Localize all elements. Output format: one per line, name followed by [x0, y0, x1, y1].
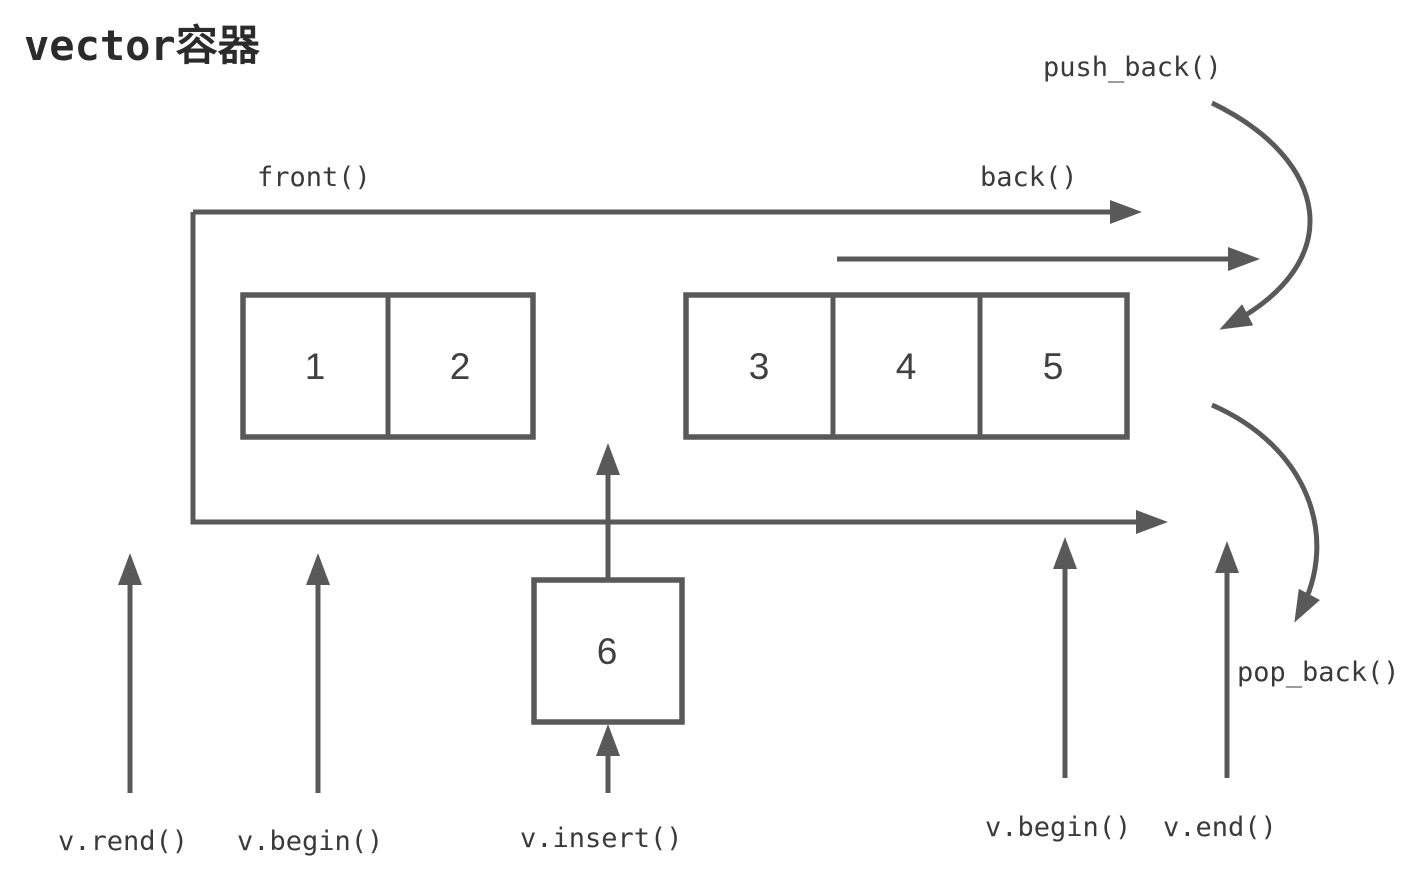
- cell-group-right: 3 4 5: [683, 292, 1130, 440]
- pop-back-label: pop_back(): [1237, 657, 1400, 688]
- back-label: back(): [980, 162, 1078, 193]
- insert-label: v.insert(): [520, 823, 683, 854]
- cell-group-right-outline: [683, 292, 1130, 440]
- container-axis-arrow: [190, 212, 1168, 534]
- cell-value-1: 1: [305, 346, 326, 387]
- cell-value-3: 3: [749, 346, 770, 387]
- begin-right-label: v.begin(): [985, 812, 1131, 843]
- diagram-title: vector容器: [24, 21, 261, 70]
- insert-box-outline: [531, 577, 685, 725]
- pop-back-curve-arrow: [1210, 402, 1320, 623]
- end-label: v.end(): [1163, 812, 1277, 843]
- rend-label: v.rend(): [58, 826, 188, 857]
- front-label: front(): [257, 162, 371, 193]
- push-back-curve-arrow: [1210, 100, 1313, 330]
- cell-value-4: 4: [896, 346, 917, 387]
- begin-left-label: v.begin(): [237, 826, 383, 857]
- cell-group-left: 1 2: [240, 292, 536, 440]
- cell-value-5: 5: [1043, 346, 1064, 387]
- cell-value-2: 2: [450, 346, 471, 387]
- insert-box: 6: [531, 577, 685, 725]
- insert-box-value: 6: [597, 631, 618, 672]
- push-back-label: push_back(): [1043, 52, 1222, 83]
